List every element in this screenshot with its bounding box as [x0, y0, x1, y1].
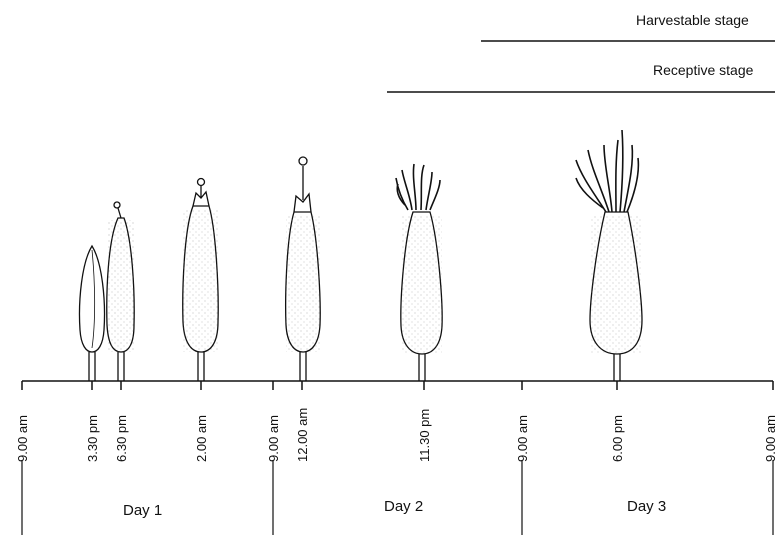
flower-2-00am — [183, 179, 218, 382]
tick-label: 9.00 am — [763, 415, 777, 462]
flower-bud-3-30pm — [80, 246, 105, 381]
tick-label: 2.00 am — [194, 415, 209, 462]
tick-label: 9.00 am — [515, 415, 530, 462]
tick-label: 6.30 pm — [114, 415, 129, 462]
day-label: Day 1 — [123, 502, 162, 519]
flower-11-30pm — [396, 164, 442, 381]
tick-label: 3.30 pm — [85, 415, 100, 462]
tick-label: 6.00 pm — [610, 415, 625, 462]
tick-label: 12.00 am — [295, 408, 310, 462]
timeline-ticks — [22, 381, 773, 390]
flower-6-30pm — [107, 202, 134, 381]
flower-12-00am — [286, 157, 321, 381]
tick-label: 9.00 am — [266, 415, 281, 462]
day-label: Day 2 — [384, 498, 423, 515]
tick-label: 9.00 am — [15, 415, 30, 462]
tick-label: 11.30 pm — [417, 409, 432, 462]
flower-6-00pm — [576, 130, 642, 381]
day-label: Day 3 — [627, 498, 666, 515]
